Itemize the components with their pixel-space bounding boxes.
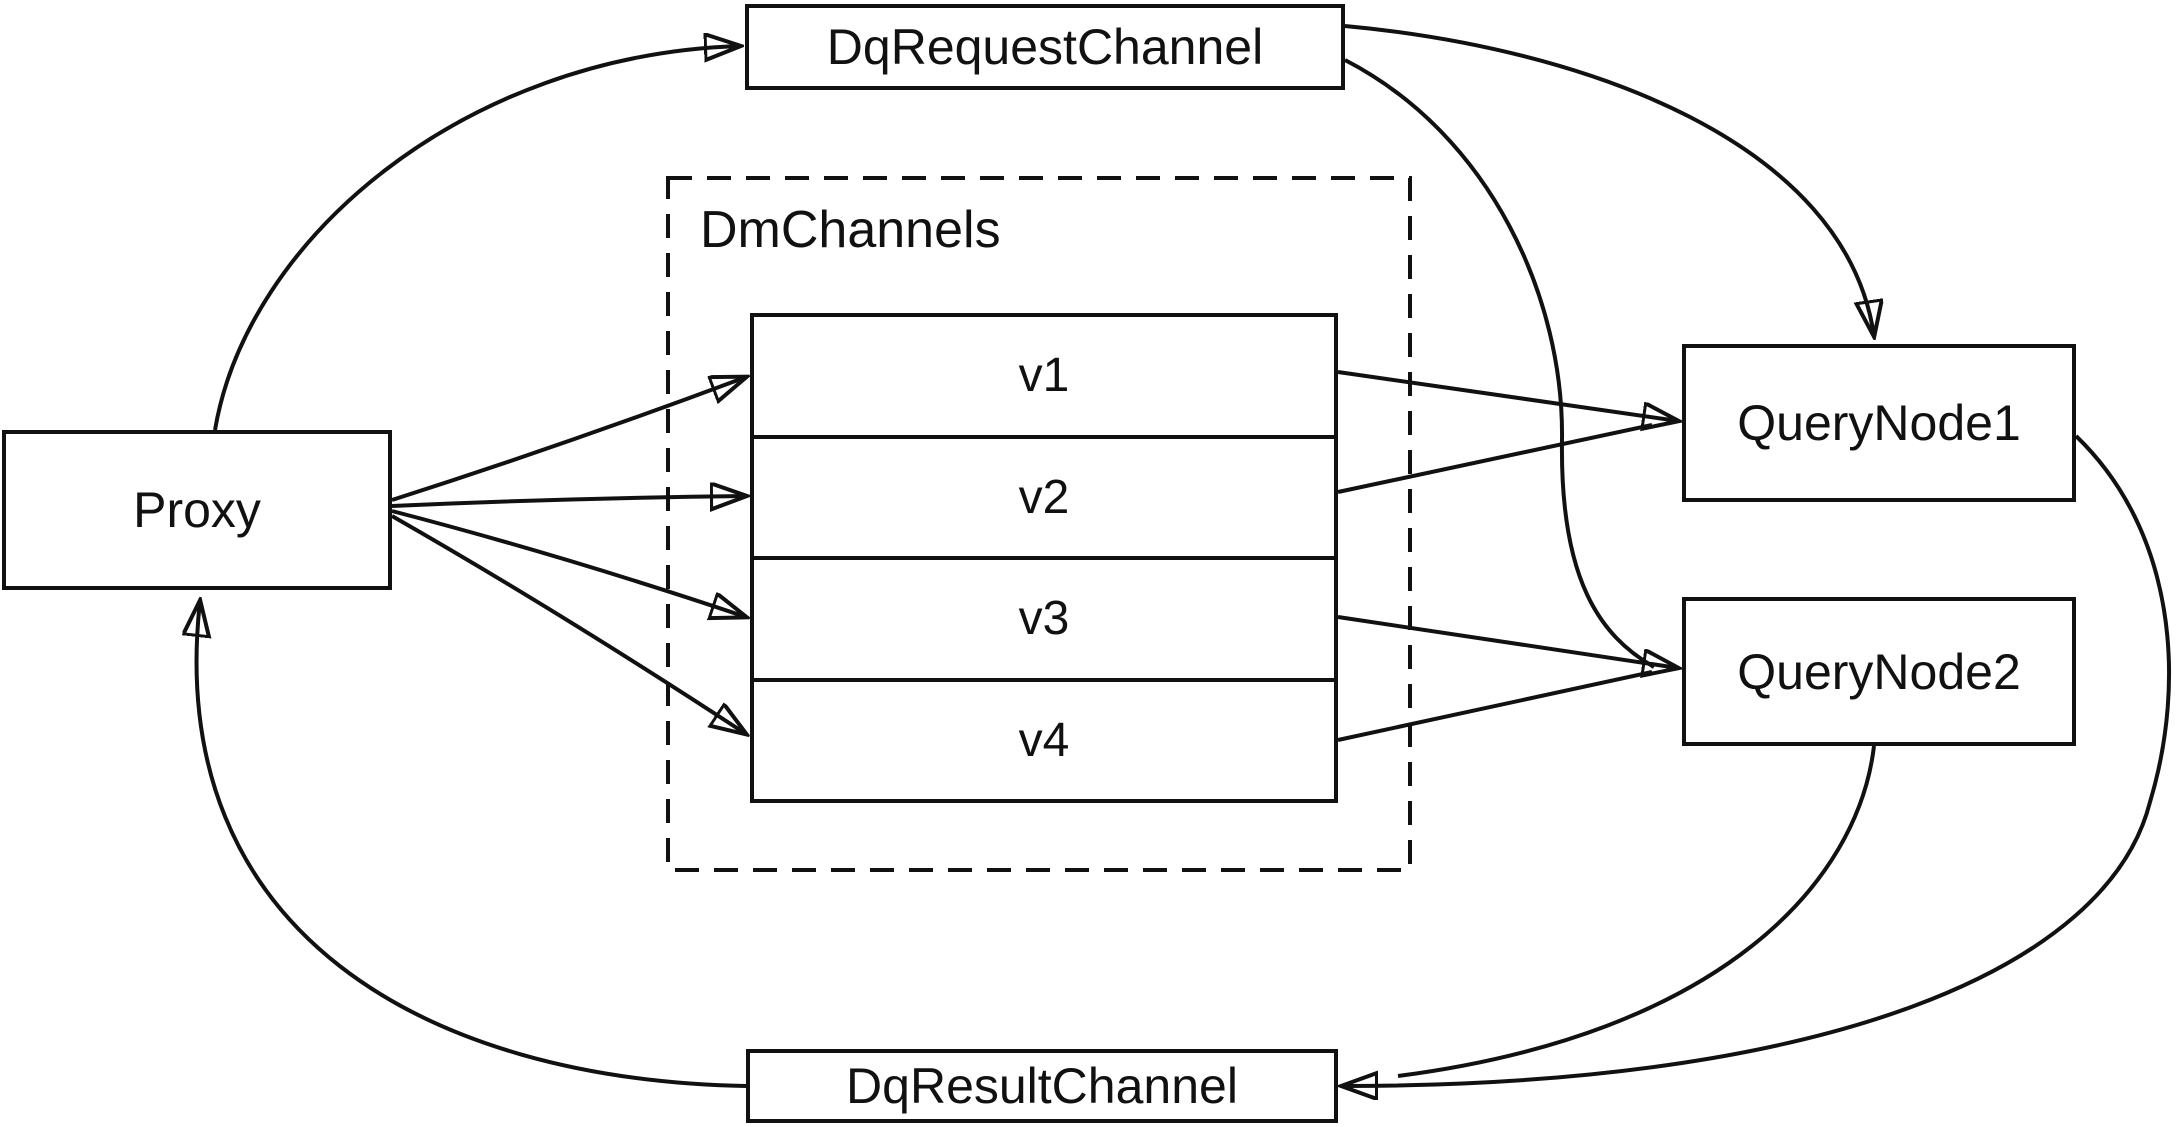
channel-row-v3: v3 [754, 556, 1334, 678]
channel-row-v2: v2 [754, 434, 1334, 557]
edge-proxy-to-dq-request-channel [213, 46, 740, 431]
node-dq-result-channel-label: DqResultChannel [846, 1058, 1238, 1114]
edge-proxy-to-v1 [391, 377, 746, 502]
channel-stack: v1 v2 v3 v4 [750, 313, 1338, 803]
channel-row-v1: v1 [754, 317, 1334, 435]
node-query-node-2-label: QueryNode2 [1737, 643, 2021, 700]
channel-v3-label: v3 [1018, 592, 1070, 646]
edge-dq-result-channel-to-proxy [197, 601, 747, 1088]
edge-v3-to-query-node-2 [1337, 615, 1678, 668]
edge-proxy-to-v3 [391, 509, 746, 617]
node-proxy: Proxy [2, 430, 392, 590]
channel-row-v4: v4 [754, 677, 1334, 800]
node-query-node-1: QueryNode1 [1682, 344, 2076, 502]
edge-v2-to-query-node-1 [1337, 423, 1653, 494]
edge-proxy-to-v2 [391, 496, 746, 506]
edge-query-node-1-to-dq-result-channel [1342, 434, 2172, 1086]
channel-v4-label: v4 [1018, 713, 1070, 767]
channel-v2-label: v2 [1018, 470, 1070, 524]
channel-v1-label: v1 [1018, 349, 1070, 403]
node-proxy-label: Proxy [133, 482, 261, 538]
node-query-node-2: QueryNode2 [1682, 597, 2076, 746]
edge-dq-request-channel-to-query-node-2 [1344, 58, 1655, 669]
node-dq-result-channel: DqResultChannel [746, 1049, 1338, 1123]
edge-query-node-2-to-dq-result-channel [1397, 745, 1876, 1078]
edge-v1-to-query-node-1 [1337, 370, 1678, 421]
dm-channels-group-label: DmChannels [700, 201, 1001, 259]
node-dq-request-channel-label: DqRequestChannel [826, 19, 1264, 75]
node-query-node-1-label: QueryNode1 [1737, 395, 2021, 451]
node-dq-request-channel: DqRequestChannel [745, 4, 1345, 90]
edge-dq-request-channel-to-query-node-1 [1344, 24, 1874, 336]
edge-v4-to-query-node-2 [1337, 670, 1653, 742]
edge-proxy-to-v4 [391, 514, 746, 734]
